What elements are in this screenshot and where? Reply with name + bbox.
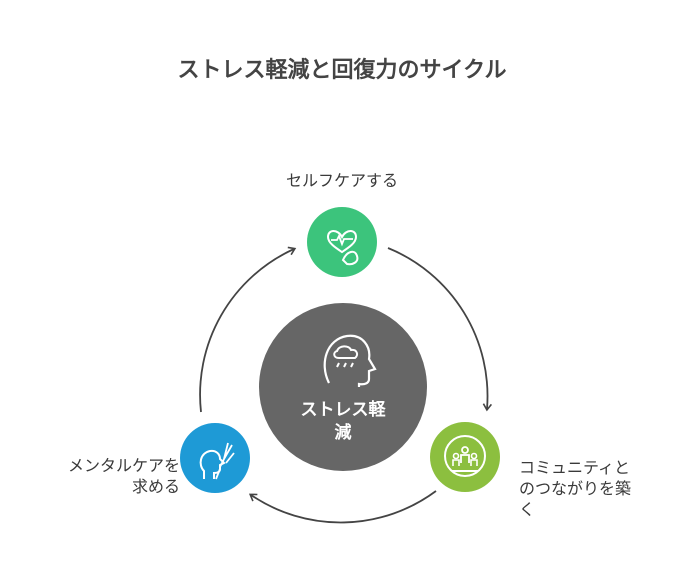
head-hand-icon: [199, 442, 235, 480]
arrow-right-to-left: [248, 490, 437, 524]
center-label-line1: ストレス軽: [300, 400, 386, 420]
label-self-care: セルフケアする: [285, 171, 398, 190]
label-community-line2: のつながりを築: [519, 479, 632, 498]
node-self-care: [307, 207, 377, 277]
community-globe-icon: [444, 435, 486, 477]
node-community: [430, 422, 500, 492]
node-mental-care: [180, 423, 250, 493]
label-community-line1: コミュニティと: [519, 458, 631, 477]
label-mental-care-line2: 求める: [131, 477, 180, 496]
diagram-title: ストレス軽減と回復力のサイクル: [177, 58, 507, 83]
center-label-line2: 減: [334, 423, 352, 443]
arrow-top-to-right: [387, 247, 493, 412]
label-community: コミュニティと のつながりを築 く: [519, 457, 679, 520]
label-mental-care-line1: メンタルケアを: [67, 456, 180, 475]
label-community-line3: く: [519, 500, 536, 519]
label-mental-care: メンタルケアを 求める: [20, 455, 180, 497]
center-label: ストレス軽 減: [270, 399, 416, 445]
heart-muscle-icon: [326, 230, 359, 266]
center-stress-reduction: [259, 303, 427, 471]
head-rain-icon: [323, 334, 377, 387]
arrow-left-to-top: [199, 246, 297, 413]
